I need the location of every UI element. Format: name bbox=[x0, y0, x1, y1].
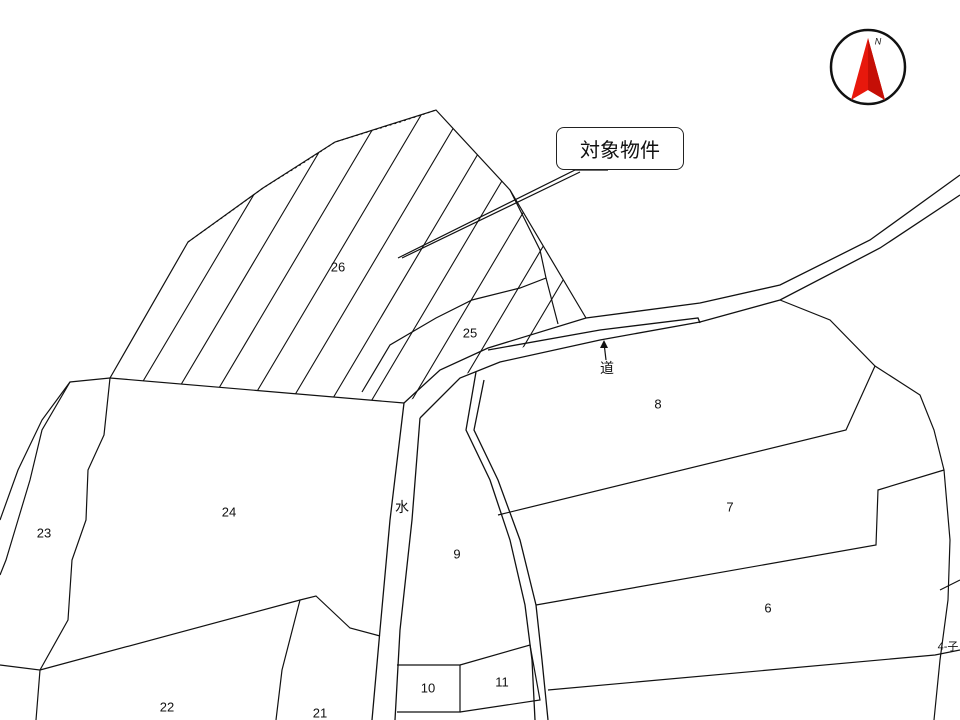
road-label: 道 bbox=[600, 361, 614, 377]
parcel-6-south-divider bbox=[547, 649, 960, 691]
parcel-24-22-divider bbox=[39, 595, 381, 671]
parcel-21-22-divider bbox=[275, 599, 301, 720]
water-label: 水 bbox=[395, 500, 409, 516]
parcel-label-11: 11 bbox=[495, 674, 509, 689]
parcel-label-23: 23 bbox=[37, 525, 51, 540]
parcel-11-boundary bbox=[459, 644, 541, 713]
target-property-callout: 対象物件 bbox=[556, 127, 684, 170]
north-dotted-boundary bbox=[187, 109, 437, 243]
parcel-24-boundary bbox=[0, 377, 111, 521]
parcel-25-boundary bbox=[361, 189, 547, 393]
parcel-10-11-boundary bbox=[397, 664, 461, 713]
parcel-25-east-boundary bbox=[545, 277, 559, 325]
parcel-label-9: 9 bbox=[453, 546, 460, 561]
parcel-23-24-divider bbox=[39, 377, 111, 671]
parcel-8-east-boundary bbox=[779, 299, 951, 720]
parcel-23-22-south bbox=[0, 664, 41, 720]
callout-text: 対象物件 bbox=[580, 138, 660, 162]
north-compass: N bbox=[829, 28, 907, 106]
stream-west-edge bbox=[465, 371, 536, 720]
compass-north-letter: N bbox=[875, 36, 882, 46]
parcel-4-divider bbox=[939, 579, 960, 591]
water-channel-east-edge bbox=[394, 417, 421, 720]
parcel-label-7: 7 bbox=[726, 499, 733, 514]
parcel-24-south-line bbox=[109, 377, 405, 404]
parcel-8-7-divider bbox=[497, 365, 876, 516]
callout-leader-line-lower bbox=[401, 171, 581, 259]
parcel-label-26: 26 bbox=[331, 259, 345, 274]
parcel-label-25: 25 bbox=[463, 325, 477, 340]
parcel-23-west-line bbox=[0, 381, 71, 576]
parcel-label-6: 6 bbox=[764, 600, 771, 615]
water-channel-west-edge bbox=[371, 402, 405, 720]
parcel-label-8: 8 bbox=[654, 396, 661, 411]
road-north-edge bbox=[403, 174, 960, 404]
parcel-label-24: 24 bbox=[222, 504, 236, 519]
road-inner-ditch bbox=[487, 317, 701, 351]
callout-leader-line bbox=[397, 169, 608, 259]
parcel-label-10: 10 bbox=[421, 680, 435, 695]
parcel-label-22: 22 bbox=[160, 699, 174, 714]
stream-east-edge bbox=[473, 379, 549, 720]
compass-needle-shadow bbox=[868, 38, 885, 100]
parcel-26-boundary bbox=[109, 109, 587, 379]
parcel-label-4: 4-子 bbox=[938, 640, 959, 653]
parcel-7-6-divider bbox=[535, 469, 945, 606]
road-label-arrowhead bbox=[600, 340, 608, 348]
road-south-edge bbox=[419, 194, 960, 419]
parcel-label-21: 21 bbox=[313, 705, 327, 720]
